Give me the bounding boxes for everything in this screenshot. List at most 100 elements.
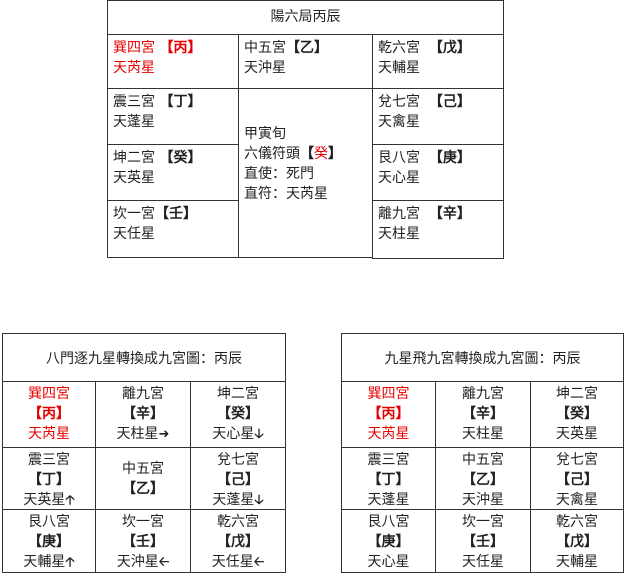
arrow-up-icon: 🡡 [65,555,75,570]
palace-label: 坎一宮 [462,514,504,530]
palace-label: 艮八宮 [367,514,410,530]
right-grid-cell-qian6: 乾六宮 【戊】 天輔星 [530,509,624,573]
stem-label: 【辛】 [428,206,471,222]
stem-label: 【丁】 [367,472,410,488]
palace-label: 乾六宮 [556,514,598,530]
palace-label: 乾六宮 [378,40,420,56]
palace-label: 兌七宮 [217,452,259,468]
right-grid-title-text: 九星飛九宮轉換成九宮圖：丙辰 [384,350,581,367]
palace-label: 離九宮 [122,386,164,402]
left-grid-title: 八門逐九星轉換成九宮圖：丙辰 [2,333,286,382]
top-cell-kun2: 坤二宮 【癸】 天英星 [107,144,239,201]
bracket-close: 】 [328,146,342,162]
stem-label: 【乙】 [462,472,504,488]
top-cell-zhong5: 中五宮【乙】 天沖星 [238,34,373,89]
palace-label: 巽四宮 [367,386,410,402]
stem-label: 【乙】 [286,40,328,56]
left-grid-cell-zhen3: 震三宮 【丁】 天英星🡡 [2,447,96,510]
right-grid-cell-li9: 離九宮 【辛】 天柱星 [435,381,531,448]
left-grid-cell-dui7: 兌七宮 【己】 天蓬星🡣 [190,447,286,510]
right-grid-cell-zhen3: 震三宮 【丁】 天蓬星 [341,447,436,510]
stem-label: 【己】 [428,94,471,110]
top-cell-qian6: 乾六宮 【戊】 天輔星 [372,34,504,89]
right-grid-cell-zhong5: 中五宮 【乙】 天沖星 [435,447,531,510]
top-cell-xun4: 巽四宮 【丙】 天芮星 [107,34,239,89]
palace-label: 震三宮 [28,452,70,468]
palace-label: 坤二宮 [556,386,598,402]
star-label: 天英星 [556,426,598,442]
top-cell-zhen3: 震三宮 【丁】 天蓬星 [107,88,239,145]
top-chart-title: 陽六局丙辰 [107,0,504,35]
palace-label: 艮八宮 [378,150,420,166]
star-label: 天輔星 [23,554,66,570]
left-grid-cell-xun4: 巽四宮 【丙】 天芮星 [2,381,96,448]
star-label: 天柱星 [462,426,504,442]
left-grid-cell-zhong5: 中五宮 【乙】 [95,447,191,510]
right-grid-cell-gen8: 艮八宮 【庚】 天心星 [341,509,436,573]
palace-label: 坎一宮 [122,514,164,530]
stem-label: 【丁】 [159,94,202,110]
stem-label: 【乙】 [122,480,164,497]
star-label: 天心星 [212,426,255,442]
arrow-down-icon: 🡣 [254,427,264,442]
left-grid-cell-li9: 離九宮 【辛】 天柱星➜ [95,381,191,448]
star-label: 天禽星 [556,492,598,508]
stem-label: 【戊】 [428,40,471,56]
star-label: 天沖星 [116,554,159,570]
arrow-left-icon: 🡠 [253,555,265,570]
palace-label: 兌七宮 [556,452,598,468]
star-label: 天心星 [378,170,420,186]
top-cell-li9: 離九宮 【辛】 天柱星 [372,200,504,259]
palace-label: 兌七宮 [378,94,420,110]
stem-label: 【丁】 [28,472,70,488]
stem-label: 【壬】 [155,206,197,222]
palace-label: 離九宮 [462,386,504,402]
star-label: 天芮星 [113,60,155,76]
star-label: 天心星 [367,554,410,570]
top-cell-kan1: 坎一宮【壬】 天任星 [107,200,239,258]
palace-label: 震三宮 [367,452,410,468]
star-label: 天任星 [462,554,504,570]
palace-label: 震三宮 [113,94,155,110]
right-grid-cell-xun4: 巽四宮 【丙】 天芮星 [341,381,436,448]
stem-label: 【庚】 [428,150,471,166]
top-cell-gen8: 艮八宮 【庚】 天心星 [372,144,504,201]
stem-label: 【戊】 [217,534,259,550]
star-label: 天禽星 [378,114,420,130]
stem-label: 【丙】 [159,40,202,56]
stem-label: 【癸】 [217,406,259,422]
star-label: 天任星 [211,554,254,570]
top-center-info: 甲寅旬 六儀符頭【癸】 直使：死門 直符：天芮星 [238,88,373,258]
stem-label: 【癸】 [159,150,202,166]
stem-label: 【壬】 [462,534,504,550]
palace-label: 坤二宮 [113,150,155,166]
palace-label: 中五宮 [462,452,504,468]
palace-label: 坎一宮 [113,206,155,222]
stem-label: 【庚】 [367,534,410,550]
zhi-shi-label: 直使：死門 [244,166,314,182]
palace-label: 中五宮 [122,460,164,477]
right-grid-cell-dui7: 兌七宮 【己】 天禽星 [530,447,624,510]
top-chart-title-text: 陽六局丙辰 [270,9,341,25]
star-label: 天輔星 [556,554,598,570]
zhi-fu-label: 直符：天芮星 [244,186,328,202]
stem-label: 【辛】 [462,406,504,422]
star-label: 天沖星 [244,60,286,76]
top-cell-dui7: 兌七宮 【己】 天禽星 [372,88,504,145]
palace-label: 艮八宮 [28,514,70,530]
palace-label: 乾六宮 [217,514,259,530]
left-grid-cell-gen8: 艮八宮 【庚】 天輔星🡡 [2,509,96,573]
star-label: 天柱星 [116,426,159,442]
bracket-open: 【 [300,146,314,162]
stem-label: 【丙】 [28,406,70,422]
xun-label: 甲寅旬 [244,126,286,142]
arrow-left-icon: 🡠 [158,555,170,570]
arrow-right-icon: ➜ [158,427,170,442]
stem-label: 【壬】 [122,534,164,550]
star-label: 天蓬星 [367,492,410,508]
left-grid-cell-kan1: 坎一宮 【壬】 天沖星🡠 [95,509,191,573]
left-grid-cell-kun2: 坤二宮 【癸】 天心星🡣 [190,381,286,448]
right-grid-title: 九星飛九宮轉換成九宮圖：丙辰 [341,333,624,382]
fu-tou-line: 六儀符頭【癸】 [244,144,372,164]
stem-label: 【癸】 [556,406,598,422]
